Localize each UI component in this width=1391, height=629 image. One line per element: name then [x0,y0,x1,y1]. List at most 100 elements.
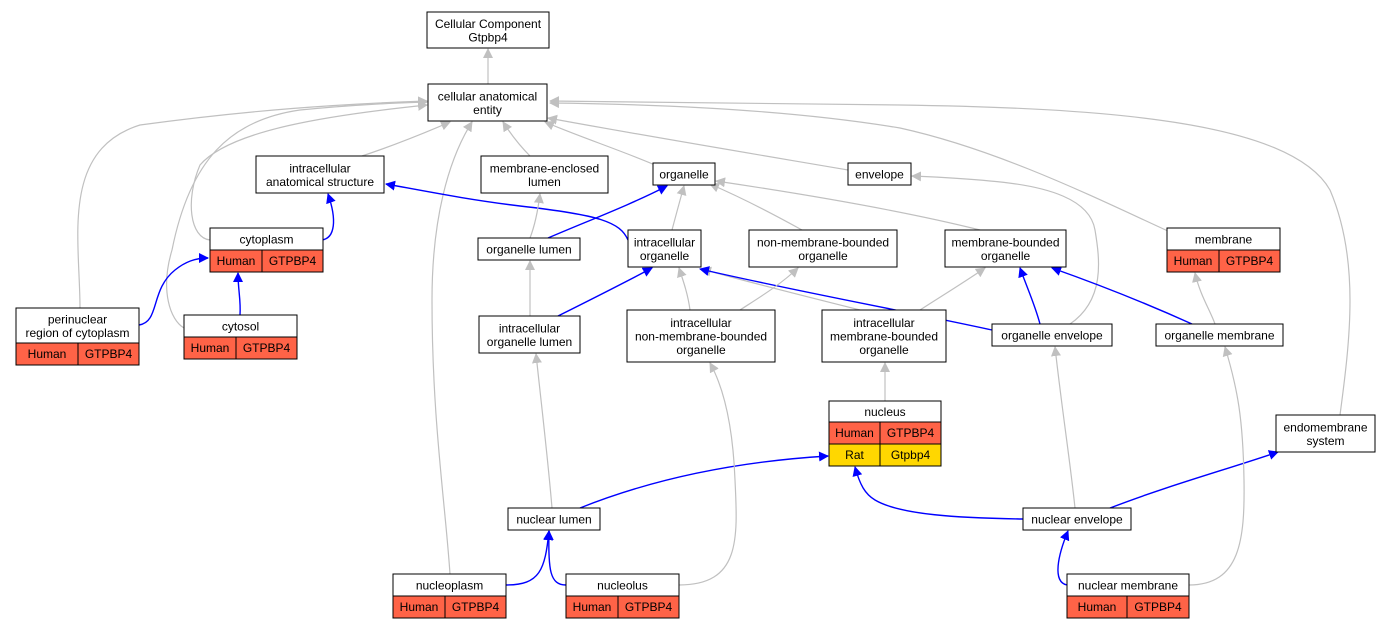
node-orglum[interactable]: organelle lumen [477,237,581,261]
node-label-line: nucleoplasm [416,579,483,593]
edge-cyto-to-ias-part-of [321,193,336,241]
node-label-box [944,229,1067,268]
node-label-line: Cellular Component [435,17,542,31]
node-label-line: membrane-enclosed [490,161,599,175]
node-orgenv[interactable]: organelle envelope [991,323,1113,347]
edges-layer [77,48,1351,586]
gene-label: GTPBP4 [85,347,133,361]
node-org[interactable]: organelle [652,162,716,186]
node-label-box [427,83,548,122]
edge-orgmem-to-mem-is-a [1192,272,1216,325]
node-label-box [991,323,1113,347]
species-label: Human [217,254,256,268]
gene-cell [77,342,140,366]
species-label: Human [1174,254,1213,268]
node-label-box [1275,414,1376,453]
gene-cell [879,443,942,467]
gene-label: GTPBP4 [1134,600,1182,614]
edge-nucmem-to-nucenv-part-of [1057,530,1070,586]
node-label-line: region of cytoplasm [25,326,129,340]
edge-orgmem-to-mbo-part-of [1051,266,1193,325]
node-label-box [821,309,947,363]
node-label-line: nucleus [864,405,905,419]
species-label: Human [191,341,230,355]
gene-cell [617,595,680,619]
node-label-line: organelle lumen [487,335,572,349]
node-label-line: cytosol [222,320,259,334]
edge-org-to-cae-is-a [544,120,656,166]
node-label-box [507,507,601,531]
edge-mem-to-cae-is-a [549,98,1171,233]
gene-label: GTPBP4 [452,600,500,614]
node-label-line: organelle envelope [1001,329,1103,343]
edge-inmbo-to-intorg-is-a [677,267,691,311]
node-nuclum[interactable]: nuclear lumen [507,507,601,531]
node-label-line: entity [473,103,502,117]
node-label-line: intracellular [853,316,914,330]
node-label-line: nuclear membrane [1078,579,1178,593]
node-label-line: endomembrane [1283,420,1367,434]
node-label-line: intracellular [670,316,731,330]
gene-cell [444,595,507,619]
edge-orgenv-to-env-is-a [911,171,1100,325]
edge-cyto-to-cae-is-a [190,100,428,241]
node-label-line: anatomical structure [266,175,374,189]
node-label-box [748,229,898,268]
node-label-line: intracellular [289,161,350,175]
node-label-line: envelope [855,168,904,182]
edge-nucplasm-to-nuclum-part-of [505,530,554,586]
gene-label: GTPBP4 [887,426,935,440]
node-label-box [652,162,716,186]
node-label-box [255,155,385,194]
node-label-line: organelle [981,249,1031,263]
node-label-box [478,315,581,354]
node-label-line: perinuclear [48,312,107,326]
node-inmbo[interactable]: intracellularnon-membrane-boundedorganel… [626,309,776,363]
edge-nuclum-to-nucleus-part-of [579,451,829,509]
node-label-box [626,309,776,363]
node-label-line: nucleolus [597,579,648,593]
edge-peri-to-cyto-part-of [138,253,209,326]
edge-nuclum-to-iol-is-a [531,353,553,509]
species-label: Human [1078,600,1117,614]
node-orgmem[interactable]: organelle membrane [1155,323,1284,347]
gene-label: GTPBP4 [1226,254,1274,268]
node-label-line: intracellular [634,235,695,249]
node-label-box [1155,323,1284,347]
edge-endo-to-cae-is-a [549,96,1351,416]
node-env[interactable]: envelope [847,162,912,186]
edge-nucenv-to-orgenv-is-a [1051,346,1076,509]
edge-env-to-cae-is-a [547,114,849,171]
node-nucenv[interactable]: nuclear envelope [1022,507,1132,531]
node-label-line: Gtpbp4 [468,30,508,44]
node-label-line: cytoplasm [239,233,293,247]
species-label: Human [835,426,874,440]
edge-nucenv-to-nucleus-part-of [852,466,1024,520]
edge-nucenv-to-endo-part-of [1109,450,1279,509]
edge-orglum-to-org-part-of [547,185,668,239]
node-label-line: organelle [659,168,709,182]
node-label-line: organelle lumen [486,243,571,257]
edge-nucleolus-to-nuclum-part-of [543,530,567,586]
node-label-line: cellular anatomical [438,89,537,103]
node-label-box [480,155,609,194]
